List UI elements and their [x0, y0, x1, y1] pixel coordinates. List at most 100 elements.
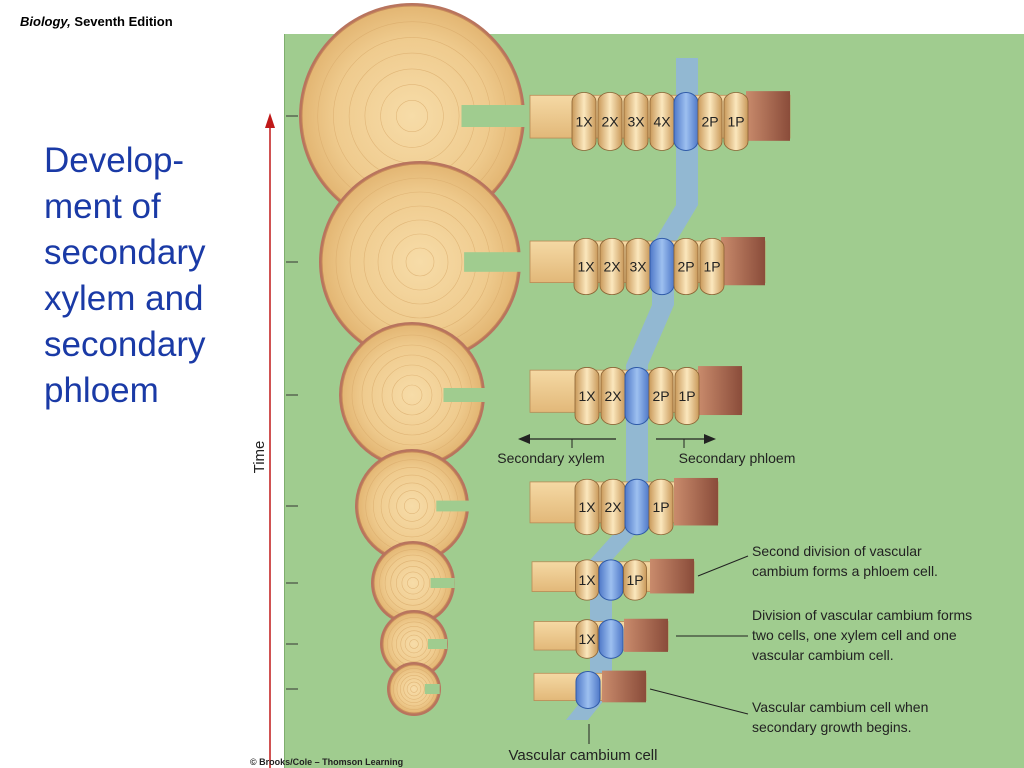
growth-ring	[377, 219, 463, 305]
trunk-notch	[436, 500, 470, 512]
phloem-cell-label: 1P	[678, 388, 695, 404]
xylem-cell	[571, 92, 597, 151]
copyright-notice: © Brooks/Cole – Thomson Learning	[250, 757, 404, 767]
vascular-cambium-cell	[598, 559, 624, 601]
callout-line: two cells, one xylem cell and one	[752, 627, 957, 643]
trunk-notch	[461, 105, 530, 127]
phloem-cell	[648, 478, 674, 536]
title-line: phloem	[44, 371, 159, 410]
growth-ring	[403, 678, 425, 700]
callout-line: Division of vascular cambium forms	[752, 607, 972, 623]
phloem-arrow-head	[704, 434, 716, 444]
bark-block	[674, 477, 718, 526]
phloem-cell	[699, 237, 725, 296]
bark-block	[698, 366, 742, 416]
xylem-cell-label: 1X	[577, 259, 595, 275]
xylem-cell-label: 1X	[575, 114, 593, 130]
secondary-xylem-label: Secondary xylem	[497, 450, 604, 466]
growth-ring	[391, 374, 433, 416]
callout-first-division: Division of vascular cambium forms two c…	[752, 607, 976, 663]
time-arrow-head	[265, 113, 275, 128]
xylem-cell	[597, 92, 623, 151]
xylem-cell-label: 2X	[604, 499, 622, 515]
phloem-cell	[697, 92, 723, 151]
wood-slab-row: 1X	[533, 618, 669, 659]
trunk-disc	[319, 161, 525, 363]
vascular-cambium-cell	[673, 92, 699, 151]
growth-ring	[410, 685, 418, 693]
phloem-cell	[723, 92, 749, 151]
xylem-cell	[599, 237, 625, 296]
direction-arrows: Secondary xylem Secondary phloem	[497, 434, 795, 466]
trunk-disc	[339, 322, 487, 468]
growth-ring	[381, 364, 443, 426]
growth-ring	[396, 490, 428, 522]
callout-leader	[649, 688, 749, 715]
xylem-cell-label: 3X	[627, 114, 645, 130]
trunk-disc	[355, 449, 470, 563]
callouts: Second division of vascular cambium form…	[509, 543, 976, 764]
title-line: secondary	[44, 233, 206, 272]
phloem-cell	[674, 367, 700, 425]
trunk-notch	[430, 578, 455, 588]
xylem-cell	[574, 367, 600, 425]
book-header: Biology, Seventh Edition	[20, 14, 173, 29]
phloem-cell-label: 1P	[703, 259, 720, 275]
growth-ring	[401, 384, 423, 406]
callout-line: vascular cambium cell.	[752, 647, 894, 663]
xylem-cell-label: 1X	[578, 572, 596, 588]
callout-line: cambium forms a phloem cell.	[752, 563, 938, 579]
trunk-disc	[371, 541, 455, 625]
slide-title: Develop- ment of secondary xylem and sec…	[44, 138, 244, 414]
xylem-cell-label: 4X	[653, 114, 671, 130]
bark-block	[746, 91, 790, 141]
phloem-cell-label: 2P	[701, 114, 718, 130]
xylem-cell-label: 1X	[578, 499, 596, 515]
xylem-cell	[573, 237, 599, 296]
bark-block	[650, 558, 694, 594]
phloem-cell-label: 1P	[626, 572, 643, 588]
growth-ring	[380, 84, 444, 148]
vascular-cambium-cell	[649, 237, 675, 296]
xylem-cell-label: 1X	[578, 388, 596, 404]
phloem-cell	[673, 237, 699, 296]
phloem-cell-label: 1P	[727, 114, 744, 130]
bark-block	[602, 670, 646, 703]
growth-ring	[401, 571, 425, 595]
trunk-notch	[424, 684, 440, 694]
callout-leader	[697, 555, 749, 577]
growth-ring	[407, 577, 419, 589]
xylem-cell-label: 2X	[603, 259, 621, 275]
title-line: secondary	[44, 325, 206, 364]
growth-ring	[403, 497, 420, 514]
phloem-cell-label: 2P	[652, 388, 669, 404]
wood-slab-row	[533, 670, 647, 709]
vascular-cambium-cell	[598, 619, 624, 659]
callout-line: secondary growth begins.	[752, 719, 912, 735]
growth-ring	[405, 247, 435, 277]
trunk-disc	[387, 662, 441, 716]
wood-slab-row: 1X 1P	[531, 558, 695, 601]
title-line: Develop-	[44, 141, 185, 180]
callout-line: Vascular cambium cell when	[752, 699, 928, 715]
time-axis: Time	[251, 113, 298, 768]
growth-ring	[388, 482, 436, 530]
trunk-disc	[299, 3, 530, 229]
vascular-cambium-cell-label: Vascular cambium cell	[509, 747, 658, 764]
trunk-cross-sections	[299, 3, 530, 716]
growth-ring	[406, 681, 422, 697]
trunk-notch	[427, 639, 448, 649]
growth-ring	[404, 634, 424, 654]
callout-start: Vascular cambium cell when secondary gro…	[752, 699, 932, 735]
growth-ring	[395, 565, 430, 600]
xylem-cell-label: 1X	[578, 631, 596, 647]
xylem-cell	[623, 92, 649, 151]
vascular-cambium-cell	[624, 478, 650, 536]
title-line: ment of	[44, 187, 161, 226]
